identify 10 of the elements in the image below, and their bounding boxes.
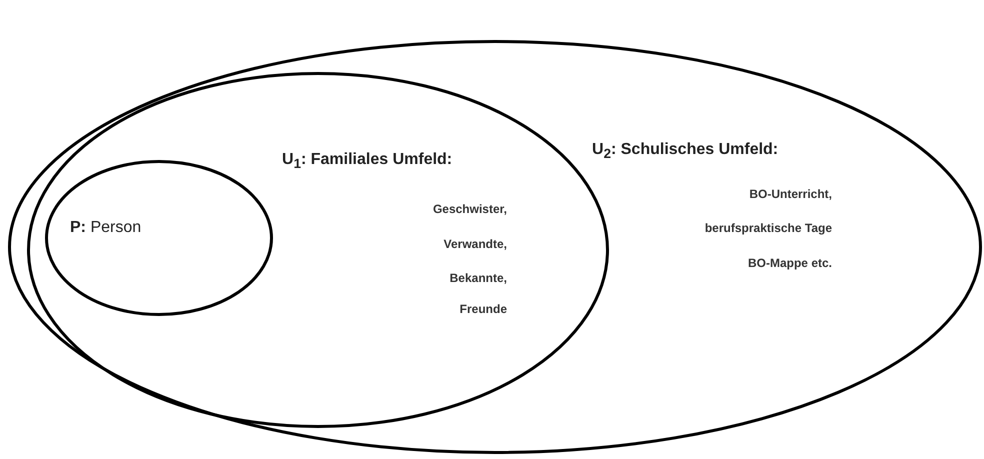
list-item: Bekannte, [448,271,507,286]
node-label: P: Person [70,218,142,238]
list-item: Verwandte, [442,237,507,252]
list-item: BO-Unterricht, [748,187,832,202]
list-item: Freunde [458,302,507,316]
heading: U$_{2}$: Schulisches Umfeld: [592,140,778,162]
list-item: BO-Mappe etc. [746,256,832,270]
heading: U$_{1}$: Familiales Umfeld: [282,150,452,172]
list-item: Geschwister, [432,202,507,216]
list-item: berufspraktische Tage [704,221,832,236]
